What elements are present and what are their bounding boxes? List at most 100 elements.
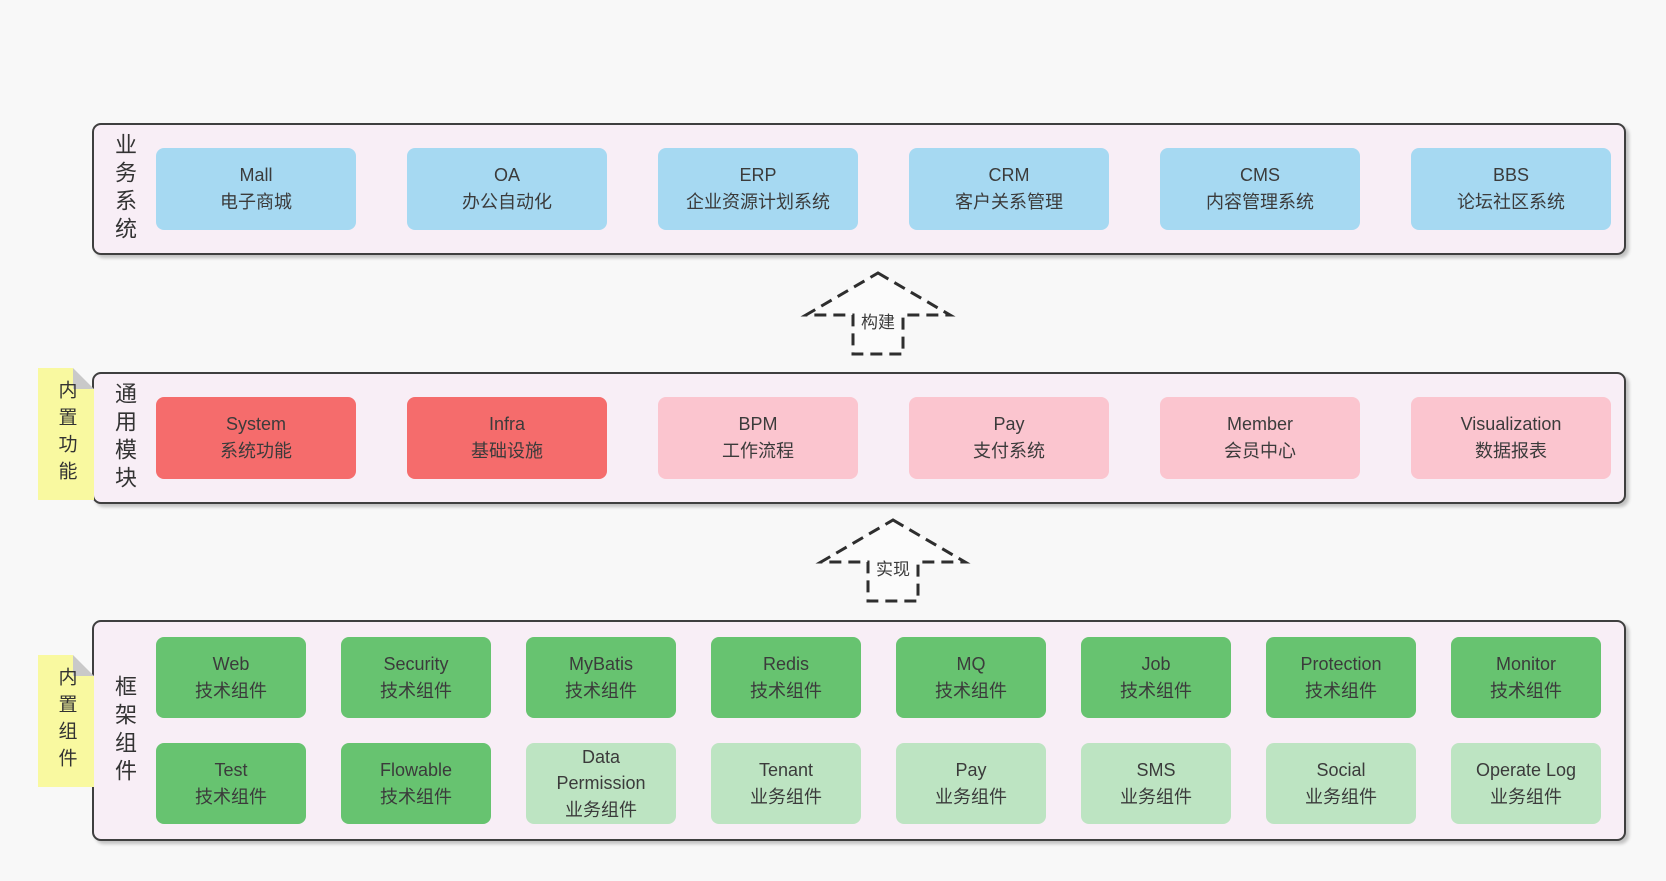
arch-box-subtitle: 技术组件 <box>380 680 452 701</box>
arch-box-title: Pay <box>993 414 1025 434</box>
arch-box-subtitle: 论坛社区系统 <box>1457 192 1565 212</box>
arch-box-subtitle: 会员中心 <box>1224 441 1296 461</box>
band-label-framework-components: 框架组件 <box>112 674 137 787</box>
arch-box-erp: ERP 企业资源计划系统 <box>658 148 858 230</box>
arch-box-member: Member 会员中心 <box>1160 397 1360 479</box>
arch-box-subtitle: 企业资源计划系统 <box>686 192 830 212</box>
arch-box-subtitle: 数据报表 <box>1475 441 1547 461</box>
arch-box-subtitle: 技术组件 <box>750 680 822 701</box>
band-label-business-systems: 业务系统 <box>112 133 137 245</box>
arch-box-oa: OA 办公自动化 <box>407 148 607 230</box>
build-arrow-icon: 构建 <box>800 271 956 356</box>
arch-box-subtitle: 技术组件 <box>195 680 267 701</box>
arch-box-crm: CRM 客户关系管理 <box>909 148 1109 230</box>
box-row: Mall 电子商城 OA 办公自动化 ERP 企业资源计划系统 CRM 客户关系管理 CMS 内容… <box>156 148 1611 230</box>
arch-box-title: MQ <box>956 654 986 675</box>
arch-box-title: CRM <box>988 165 1030 185</box>
arch-box-title: Operate Log <box>1475 760 1577 781</box>
arrow-shape <box>800 271 956 356</box>
arch-box-visualization: Visualization 数据报表 <box>1411 397 1611 479</box>
arch-box-social: Social 业务组件 <box>1266 743 1416 824</box>
arch-box-subtitle: 内容管理系统 <box>1206 192 1314 212</box>
arch-box-subtitle: 技术组件 <box>1120 680 1192 701</box>
arch-box-title: Redis <box>762 654 810 675</box>
arch-box-subtitle: 工作流程 <box>722 441 794 461</box>
arch-box-title: Pay <box>955 760 987 781</box>
arch-box-subtitle: 业务组件 <box>750 786 822 807</box>
arch-box-title: Social <box>1316 760 1366 781</box>
arch-box-title: ERP <box>739 165 777 185</box>
arch-box-mq: MQ 技术组件 <box>896 637 1046 718</box>
arrow-label: 构建 <box>861 313 895 332</box>
arch-box-redis: Redis 技术组件 <box>711 637 861 718</box>
sticky-note-built-in-components: 内置组件 <box>38 655 94 787</box>
arch-box-subtitle: 客户关系管理 <box>955 192 1063 212</box>
arch-box-title: Web <box>212 654 250 675</box>
arch-box-title: Visualization <box>1460 414 1562 434</box>
arch-box-title: Mall <box>239 165 273 185</box>
arch-box-title: MyBatis <box>568 654 633 675</box>
arch-box-title: Protection <box>1300 654 1382 675</box>
arch-box-subtitle: 电子商城 <box>220 192 292 212</box>
arch-box-sms: SMS 业务组件 <box>1081 743 1231 824</box>
arch-box-title: Test <box>214 760 248 781</box>
arch-box-bpm: BPM 工作流程 <box>658 397 858 479</box>
arch-box-job: Job 技术组件 <box>1081 637 1231 718</box>
sticky-note-label: 内置组件 <box>55 667 77 775</box>
arch-box-subtitle: 技术组件 <box>380 786 452 807</box>
arch-box-protection: Protection 技术组件 <box>1266 637 1416 718</box>
arch-box-subtitle: 系统功能 <box>220 441 292 461</box>
arch-box-mall: Mall 电子商城 <box>156 148 356 230</box>
arch-box-operate-log: Operate Log 业务组件 <box>1451 743 1601 824</box>
arch-box-subtitle: 支付系统 <box>973 441 1045 461</box>
arch-box-data-permission: Data Permission 业务组件 <box>526 743 676 824</box>
arch-box-flowable: Flowable 技术组件 <box>341 743 491 824</box>
arch-box-title: OA <box>493 165 520 185</box>
band-business-systems: 业务系统 Mall 电子商城 OA 办公自动化 ERP 企业资源计划系统 CRM 客户关系管理… <box>92 123 1626 255</box>
arch-box-web: Web 技术组件 <box>156 637 306 718</box>
arch-box-subtitle: 业务组件 <box>1490 786 1562 807</box>
arch-box-subtitle: 业务组件 <box>1120 786 1192 807</box>
arch-box-bbs: BBS 论坛社区系统 <box>1411 148 1611 230</box>
arch-box-title: BPM <box>738 414 778 434</box>
arch-box-subtitle: 技术组件 <box>1490 680 1562 701</box>
arch-box-subtitle: 业务组件 <box>565 799 637 820</box>
band-rows-business: Mall 电子商城 OA 办公自动化 ERP 企业资源计划系统 CRM 客户关系管理 CMS 内容… <box>156 125 1611 253</box>
arch-box-title: CMS <box>1240 165 1280 185</box>
arch-box-title: Data Permission <box>556 747 646 794</box>
arrow-shape <box>815 518 971 603</box>
implement-arrow-icon: 实现 <box>815 518 971 603</box>
arch-box-pay: Pay 支付系统 <box>909 397 1109 479</box>
arch-box-title: SMS <box>1136 760 1176 781</box>
arch-box-test: Test 技术组件 <box>156 743 306 824</box>
arch-box-title: Job <box>1141 654 1171 675</box>
arch-box-mybatis: MyBatis 技术组件 <box>526 637 676 718</box>
arch-box-subtitle: 技术组件 <box>1305 680 1377 701</box>
arch-box-subtitle: 业务组件 <box>1305 786 1377 807</box>
arch-box-subtitle: 技术组件 <box>565 680 637 701</box>
arch-box-title: Security <box>383 654 449 675</box>
arch-box-subtitle: 技术组件 <box>195 786 267 807</box>
arch-box-title: BBS <box>1492 165 1530 185</box>
sticky-note-label: 内置功能 <box>55 380 77 488</box>
arrow-label: 实现 <box>876 560 910 579</box>
arch-box-security: Security 技术组件 <box>341 637 491 718</box>
arch-box-title: Flowable <box>379 760 453 781</box>
arch-box-cms: CMS 内容管理系统 <box>1160 148 1360 230</box>
arch-box-title: Member <box>1226 414 1293 434</box>
arch-box-subtitle: 技术组件 <box>935 680 1007 701</box>
arch-box-subtitle: 办公自动化 <box>462 192 552 212</box>
